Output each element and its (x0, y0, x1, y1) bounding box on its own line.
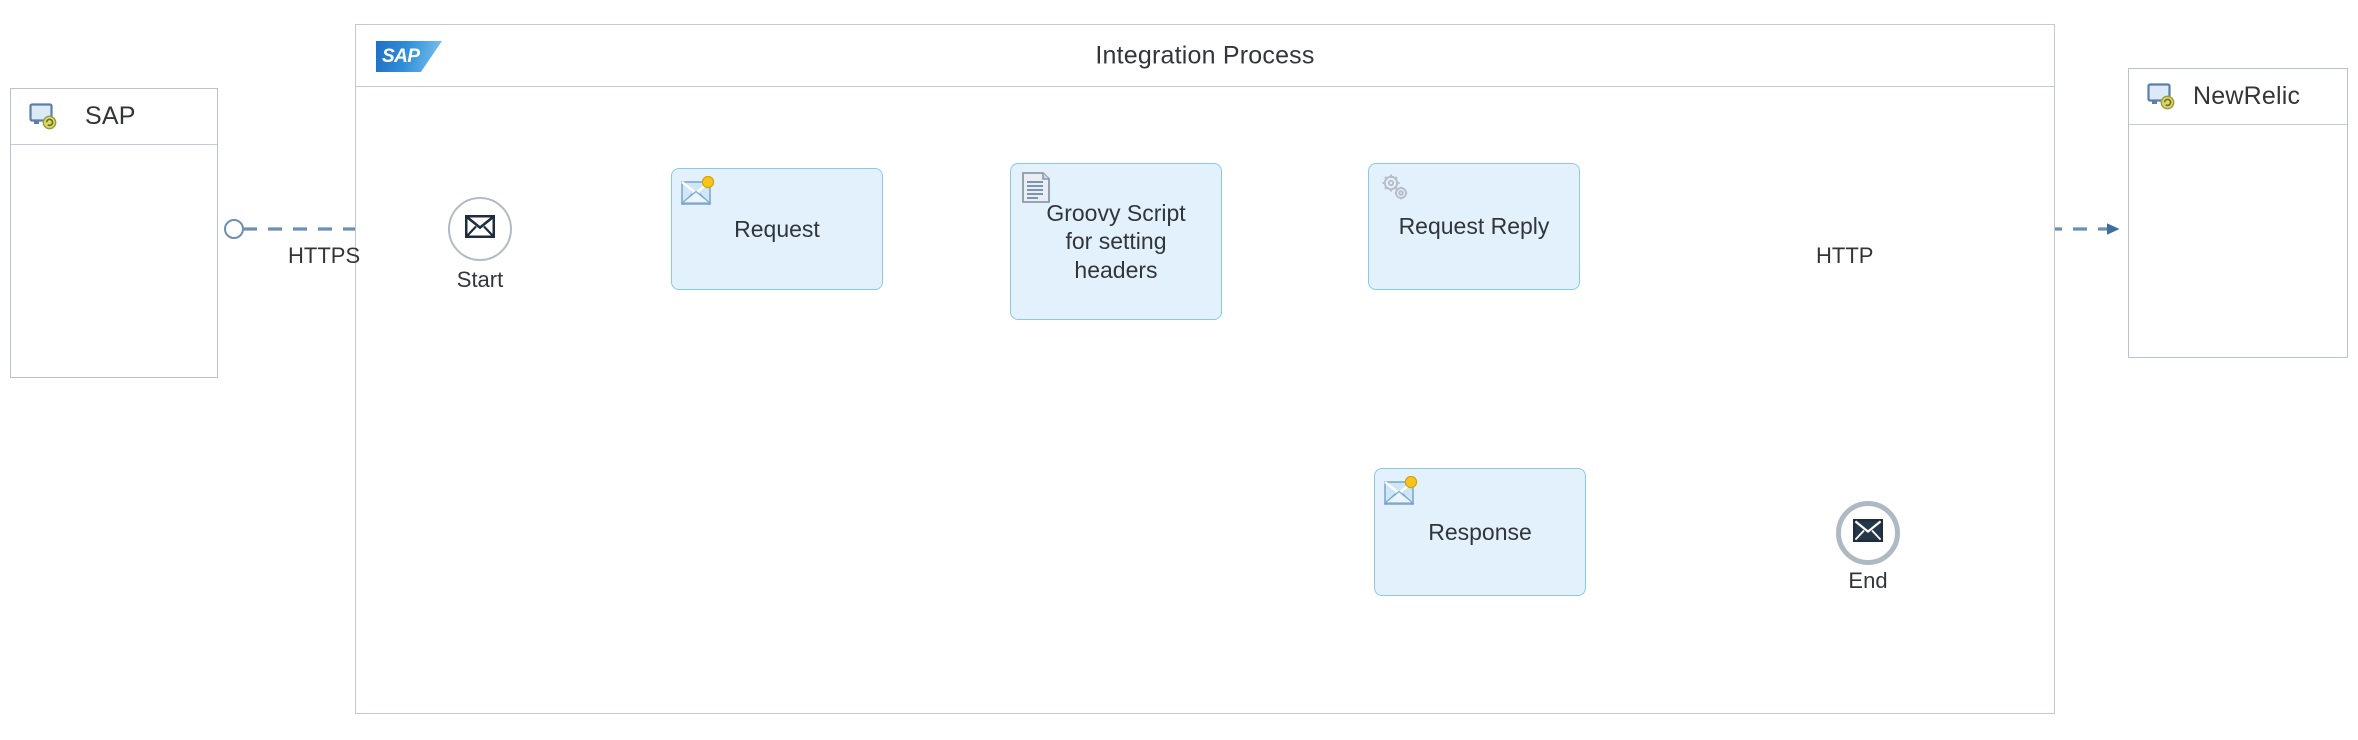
end-event[interactable]: End (1836, 501, 1900, 593)
sap-logo-text: SAP (382, 46, 420, 67)
participant-sap-body (11, 145, 217, 377)
message-flow-label-https: HTTPS (288, 243, 361, 268)
content-modifier-icon (1383, 475, 1418, 510)
start-event-caption: Start (456, 267, 504, 292)
script-document-icon (1020, 171, 1054, 205)
system-monitor-icon (2147, 82, 2177, 111)
gears-icon (1378, 171, 1412, 205)
participant-sap-label: SAP (85, 102, 136, 130)
task-response-label: Response (1428, 518, 1532, 545)
message-envelope-icon (464, 214, 496, 243)
pool-header: SAP Integration Process (356, 25, 2054, 87)
message-flow-label-http: HTTP (1816, 243, 1874, 268)
task-response[interactable]: Response (1374, 468, 1586, 596)
task-request-reply-label: Request Reply (1398, 213, 1550, 240)
pool-integration-process[interactable]: SAP Integration Process (355, 24, 2055, 714)
start-event[interactable]: Start (448, 197, 512, 292)
participant-sap-header: SAP (11, 89, 217, 145)
system-monitor-icon (29, 102, 59, 131)
content-modifier-icon (680, 175, 715, 210)
task-request-label: Request (734, 215, 820, 242)
message-envelope-icon (1853, 519, 1884, 547)
participant-newrelic-label: NewRelic (2193, 82, 2301, 110)
participant-newrelic-header: NewRelic (2129, 69, 2347, 125)
task-groovy-script-label: Groovy Script for setting headers (1046, 200, 1186, 283)
task-request[interactable]: Request (671, 168, 883, 290)
end-event-caption: End (1848, 568, 1888, 593)
task-request-reply[interactable]: Request Reply (1368, 163, 1580, 290)
pool-title: Integration Process (1095, 41, 1315, 69)
task-groovy-script[interactable]: Groovy Script for setting headers (1010, 163, 1222, 320)
message-flow-https (224, 219, 442, 239)
participant-sap[interactable]: SAP (10, 88, 218, 378)
participant-newrelic-body (2129, 125, 2347, 357)
participant-newrelic[interactable]: NewRelic (2128, 68, 2348, 358)
